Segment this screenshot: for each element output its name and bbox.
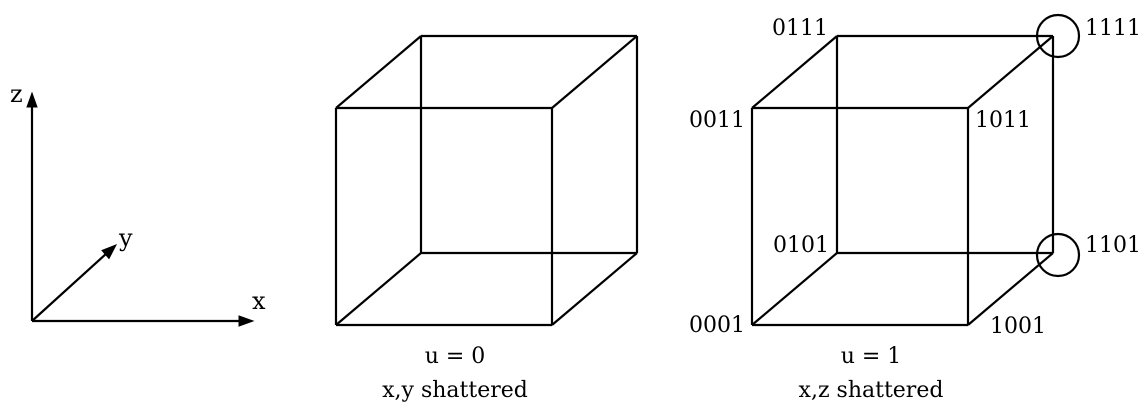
y-axis-label: y: [118, 224, 133, 252]
vertex-label-1101: 1101: [1085, 233, 1141, 258]
vertex-label-0111: 0111: [772, 16, 828, 41]
cube-edge: [967, 35, 1054, 109]
cube-edge: [751, 35, 838, 109]
vertex-label-1001: 1001: [990, 314, 1046, 339]
circled-vertex-1101-marker: [1035, 232, 1081, 278]
vertex-label-1011: 1011: [975, 108, 1031, 133]
circled-vertex-1111-marker: [1035, 13, 1081, 59]
cube-edge: [551, 252, 638, 326]
vertex-label-0011: 0011: [689, 108, 745, 133]
y-axis-arrowhead: [101, 244, 118, 260]
x-axis-label: x: [252, 287, 266, 315]
z-axis-arrowhead: [26, 91, 38, 108]
u1-caption: x,z shattered: [799, 378, 944, 403]
u0-label: u = 0: [425, 344, 486, 369]
cube-edge: [335, 35, 422, 109]
coordinate-axes: z x y: [10, 80, 266, 327]
cube-u0: u = 0 x,y shattered: [334, 34, 639, 403]
u1-label: u = 1: [841, 344, 902, 369]
cube-edge: [751, 252, 838, 326]
vertex-label-0001: 0001: [689, 313, 745, 338]
x-axis-arrowhead: [238, 315, 255, 327]
y-axis-line: [31, 252, 108, 322]
cube-edge: [335, 252, 422, 326]
z-axis-label: z: [10, 80, 23, 108]
u0-caption: x,y shattered: [382, 378, 528, 403]
vertex-label-1111: 1111: [1085, 16, 1141, 41]
cube-edge: [551, 35, 638, 109]
vertex-label-0101: 0101: [773, 233, 829, 258]
cube-u1: 0111 1111 0011 1011 0101 1101 0001 1001 …: [689, 13, 1141, 403]
